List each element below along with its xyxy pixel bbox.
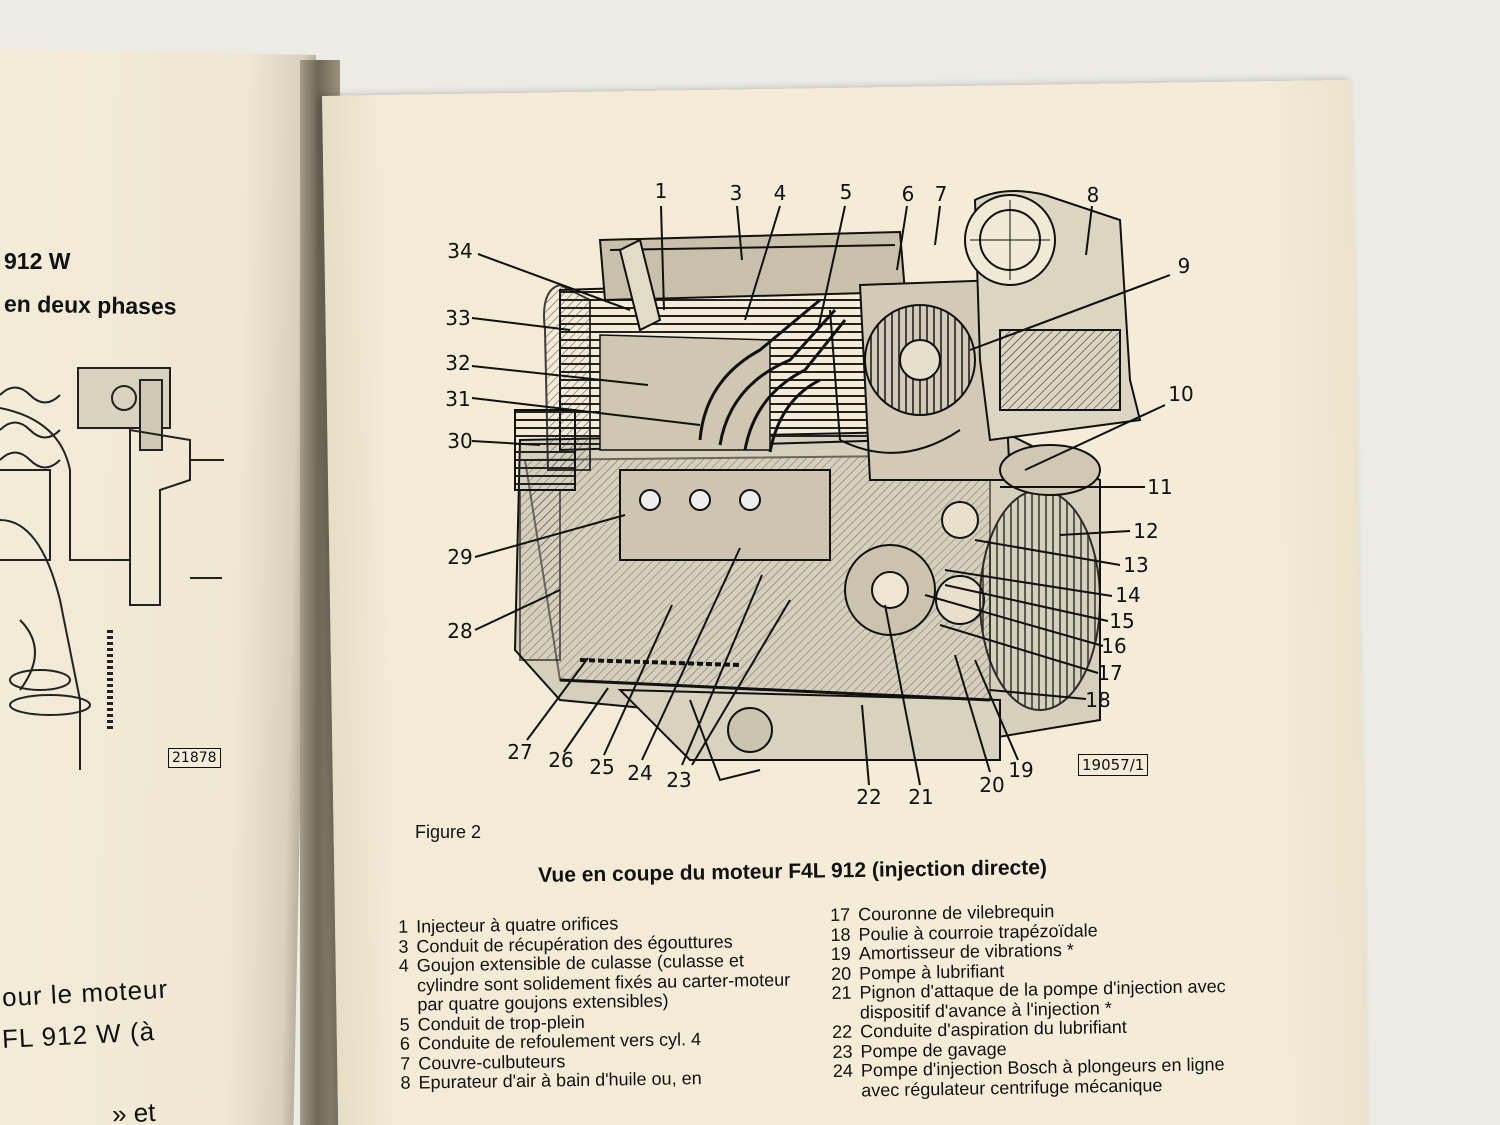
- callout-23: 23: [666, 768, 692, 792]
- callout-3: 3: [729, 181, 743, 205]
- callout-15: 15: [1109, 609, 1135, 633]
- left-figure-drawing: [0, 367, 224, 770]
- callout-26: 26: [548, 748, 574, 772]
- callout-34: 34: [447, 239, 473, 263]
- callout-31: 31: [445, 387, 471, 411]
- callout-7: 7: [934, 182, 948, 206]
- callout-24: 24: [627, 761, 653, 785]
- callout-4: 4: [773, 181, 787, 205]
- callout-16: 16: [1101, 634, 1127, 658]
- callout-33: 33: [445, 306, 471, 330]
- callout-29: 29: [447, 545, 473, 569]
- callout-8: 8: [1086, 183, 1100, 207]
- left-heading-model: 912 W: [4, 248, 71, 274]
- callout-22: 22: [856, 785, 882, 809]
- callout-9: 9: [1177, 254, 1191, 278]
- figure-ref-box: 19057/1: [1078, 754, 1149, 776]
- callout-32: 32: [445, 351, 471, 375]
- callout-6: 6: [901, 182, 915, 206]
- callout-1: 1: [654, 179, 668, 203]
- callout-5: 5: [839, 180, 853, 204]
- callout-25: 25: [589, 755, 615, 779]
- callout-17: 17: [1097, 661, 1123, 685]
- callout-11: 11: [1147, 475, 1173, 499]
- callout-19: 19: [1008, 758, 1034, 782]
- callout-10: 10: [1168, 382, 1194, 406]
- callout-28: 28: [447, 619, 473, 643]
- figure-label: Figure 2: [415, 822, 482, 842]
- left-figure-ref: 21878: [168, 748, 221, 768]
- callout-18: 18: [1085, 688, 1111, 712]
- callout-21: 21: [908, 785, 934, 809]
- callout-20: 20: [979, 773, 1005, 797]
- callout-14: 14: [1115, 583, 1141, 607]
- callout-30: 30: [447, 429, 473, 453]
- callout-12: 12: [1133, 519, 1159, 543]
- callout-13: 13: [1123, 553, 1149, 577]
- callout-27: 27: [507, 740, 533, 764]
